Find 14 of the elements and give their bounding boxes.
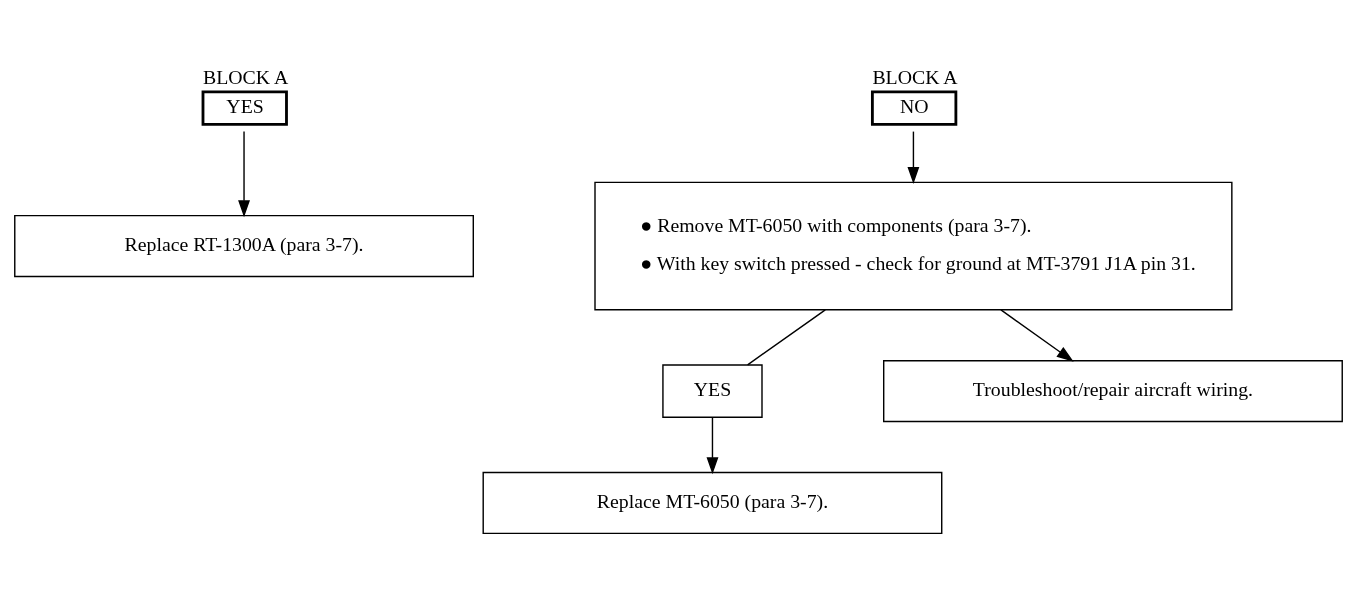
node-label: BLOCK A [202, 65, 289, 88]
node-label: BLOCK A [872, 65, 958, 88]
node-box: ● Remove MT-6050 with components (para 3-7). ● With key switch pressed - check for ground at MT-3791 J1A pin 31. [594, 181, 1233, 310]
arrow [238, 130, 250, 217]
connector [746, 308, 826, 366]
node-box: Replace RT-1300A (para 3-7). [14, 214, 474, 277]
arrow [1000, 308, 1074, 362]
node-box: Troubleshoot/repair aircraft wiring. [883, 359, 1343, 422]
node-box: YES [662, 363, 763, 418]
arrow [706, 416, 719, 474]
node-box: NO [870, 89, 958, 126]
node-box: YES [201, 89, 288, 126]
node-box: Replace MT-6050 (para 3-7). [482, 471, 943, 534]
arrow [907, 130, 920, 184]
